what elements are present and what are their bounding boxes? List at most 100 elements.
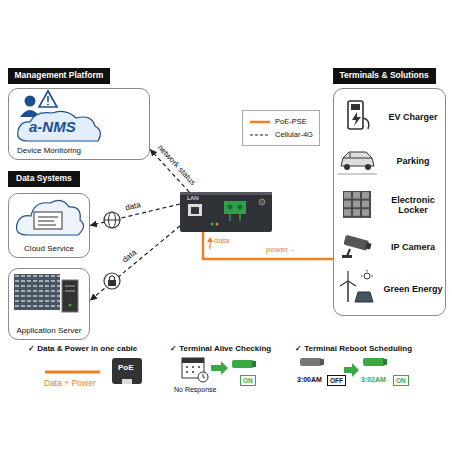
port-label: LAN [187,195,199,202]
legend-sample [250,134,270,135]
server-icon [14,274,60,310]
cable-sample [45,371,100,374]
lock-icon [104,273,120,289]
terminal-camera [232,360,254,368]
camera-icon [342,255,352,258]
logo-text: a-NMS [29,119,76,136]
cloud-icon [38,221,54,222]
feature-title: ✓ Data & Power in one cable [28,345,137,354]
ev-charger-icon [352,112,361,126]
device-drawing [239,214,241,221]
camera-icon [365,242,371,249]
ev-charger-icon [348,101,369,129]
cloud-icon [38,217,58,218]
legend-text: PoE-PSE [275,117,307,126]
car-icon [338,152,377,174]
server-icon [65,286,75,287]
data-up-arrow [209,241,210,249]
solution-name: Electronic Locker [382,195,444,216]
calendar-icon [182,358,204,363]
cloud-icon [38,225,56,226]
green-energy-icon [372,276,374,277]
terminal-camera [383,359,387,365]
server-icon [65,291,75,292]
device-drawing [228,205,233,210]
legend-sample [249,132,271,138]
ev-charger-icon [351,104,360,110]
solution-row: Green Energy [338,269,446,309]
solution-row: IP Camera [338,227,446,267]
device-drawing [216,223,219,226]
cable-sample [45,372,100,373]
cloud-icon [16,200,83,235]
legend-row: PoE-PSE [249,115,313,128]
solution-name: EV Charger [382,112,444,122]
connector [90,226,180,300]
status-tag: ON [393,375,409,386]
device-drawing [238,205,243,210]
server-icon [14,274,78,312]
green-arrow [344,363,359,377]
anms-logo [47,104,49,106]
device-drawing [180,192,272,232]
legend-sample [249,119,271,125]
solution-name: Parking [382,156,444,166]
system-caption: Cloud Service [12,244,86,253]
lock-icon [108,280,116,286]
car-icon [341,152,374,166]
terminal-camera [252,361,256,367]
car-icon [338,174,377,175]
anms-logo [18,91,101,141]
lock-icon [104,273,120,289]
gateway-device: LAN [180,192,272,232]
calendar-icon [186,366,188,368]
panel-caption: Device Monitoring [17,146,81,155]
poe-icon [112,358,142,384]
terminal-camera [363,358,385,366]
cloud-icon [34,212,62,229]
green-energy-icon [340,281,348,286]
green-energy-icon [355,292,373,302]
device-drawing [211,223,214,226]
calendar-icon [198,366,200,368]
car-icon [350,153,351,158]
section-heading: Data Systems [8,171,80,187]
calendar-icon [182,358,208,382]
connector [203,232,333,259]
calendar-icon [198,372,208,382]
device-drawing [188,204,202,216]
panel-heading: Terminals & Solutions [333,68,436,84]
status-caption: No Response [174,386,216,394]
calendar-icon [192,366,194,368]
solution-name: Green Energy [382,284,444,294]
flow-label: data [214,237,230,246]
server-icon [62,280,78,312]
anms-logo [25,96,36,107]
legend-sample [250,120,270,123]
locker-icon [343,191,371,218]
green-energy-icon [361,276,363,277]
device-drawing [224,201,246,214]
connector-label: data [125,201,142,213]
terminal-camera [232,358,387,368]
solution-row: Electronic Locker [338,185,446,225]
heading-text: Data Systems [8,171,80,187]
legend-text: Cellular-4G [275,130,313,139]
locker-icon [343,191,371,218]
legend: PoE-PSE Cellular-4G [242,110,320,146]
poe-icon [122,379,132,384]
server-icon [14,274,60,310]
device-drawing [180,192,272,232]
status-tag: ON [240,375,256,386]
calendar-icon [203,374,205,378]
panel-heading: Management Platform [8,68,111,84]
device-drawing [191,207,199,214]
connector-label: power→ [266,246,296,255]
system-caption: Application Server [12,326,86,335]
connector-label: network status [155,143,196,187]
green-energy-icon [348,281,356,286]
ev-charger-icon [363,118,369,129]
connector-label: data [121,249,139,266]
terminal-camera [300,358,322,366]
poe-icon [112,358,142,384]
